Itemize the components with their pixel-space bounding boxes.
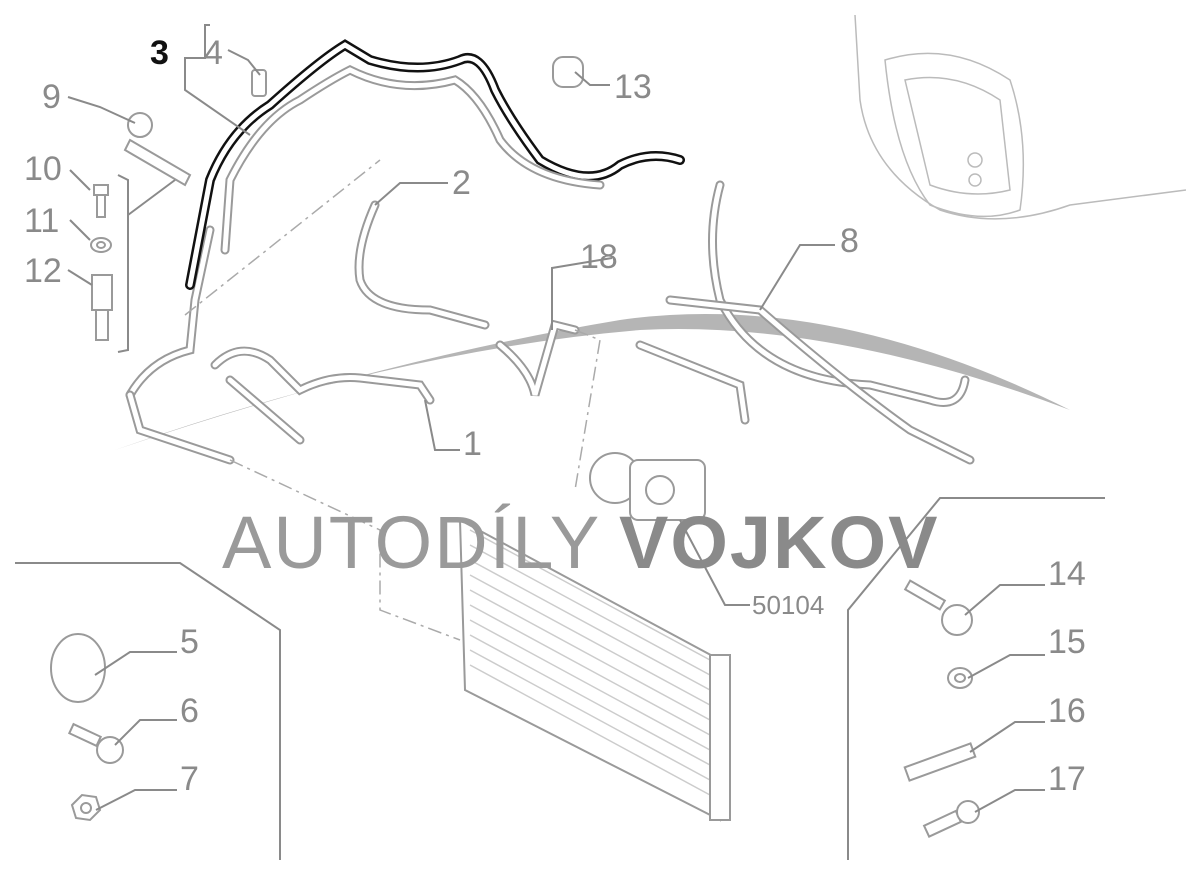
label-part-11[interactable]: 11 [24, 202, 59, 240]
label-part-6[interactable]: 6 [180, 692, 199, 730]
hose-8[interactable] [635, 180, 975, 465]
hose-1[interactable] [125, 225, 435, 465]
label-part-18[interactable]: 18 [580, 238, 618, 276]
part-4-valve[interactable] [251, 69, 267, 97]
part-13-grommet[interactable] [552, 56, 584, 88]
condenser[interactable] [458, 518, 731, 822]
watermark-text-light: AUTODÍLY [222, 501, 601, 584]
label-part-16[interactable]: 16 [1048, 692, 1086, 730]
label-part-15[interactable]: 15 [1048, 623, 1086, 661]
label-part-10[interactable]: 10 [24, 150, 62, 188]
vehicle-body-outline [854, 14, 1186, 220]
leader-lines [67, 49, 1045, 813]
watermark-swoosh [115, 314, 1070, 450]
label-part-12[interactable]: 12 [24, 252, 62, 290]
compressor[interactable] [589, 452, 706, 521]
section-dividers [15, 24, 1105, 860]
part-12-fitting[interactable] [91, 274, 113, 341]
hose-2[interactable] [354, 200, 490, 330]
label-part-14[interactable]: 14 [1048, 555, 1086, 593]
part-16-stud[interactable] [903, 742, 977, 782]
label-part-2[interactable]: 2 [452, 164, 471, 202]
part-17-bolt[interactable] [922, 800, 980, 838]
label-part-5[interactable]: 5 [180, 623, 199, 661]
label-part-4[interactable]: 4 [204, 34, 223, 72]
assembly-guides [184, 159, 601, 641]
label-part-17[interactable]: 17 [1048, 760, 1086, 798]
part-6-bolt[interactable] [67, 722, 124, 764]
label-part-7[interactable]: 7 [180, 760, 199, 798]
part-11-washer[interactable] [90, 237, 112, 253]
label-part-50104[interactable]: 50104 [752, 590, 824, 620]
watermark-text-bold: VOJKOV [619, 501, 939, 584]
hose-3-selected[interactable] [185, 39, 685, 290]
part-5-oring[interactable] [50, 633, 106, 703]
label-part-3[interactable]: 3 [150, 34, 169, 72]
part-10-bolt[interactable] [93, 184, 109, 218]
part-7-nut[interactable] [70, 793, 102, 822]
label-part-8[interactable]: 8 [840, 222, 859, 260]
label-part-1[interactable]: 1 [463, 425, 482, 463]
part-15-washer[interactable] [947, 667, 973, 689]
part-14-bolt[interactable] [903, 579, 973, 636]
part-9-clamp[interactable] [123, 112, 192, 187]
label-part-13[interactable]: 13 [614, 68, 652, 106]
label-part-9[interactable]: 9 [42, 78, 61, 116]
hose-18[interactable] [495, 319, 580, 397]
